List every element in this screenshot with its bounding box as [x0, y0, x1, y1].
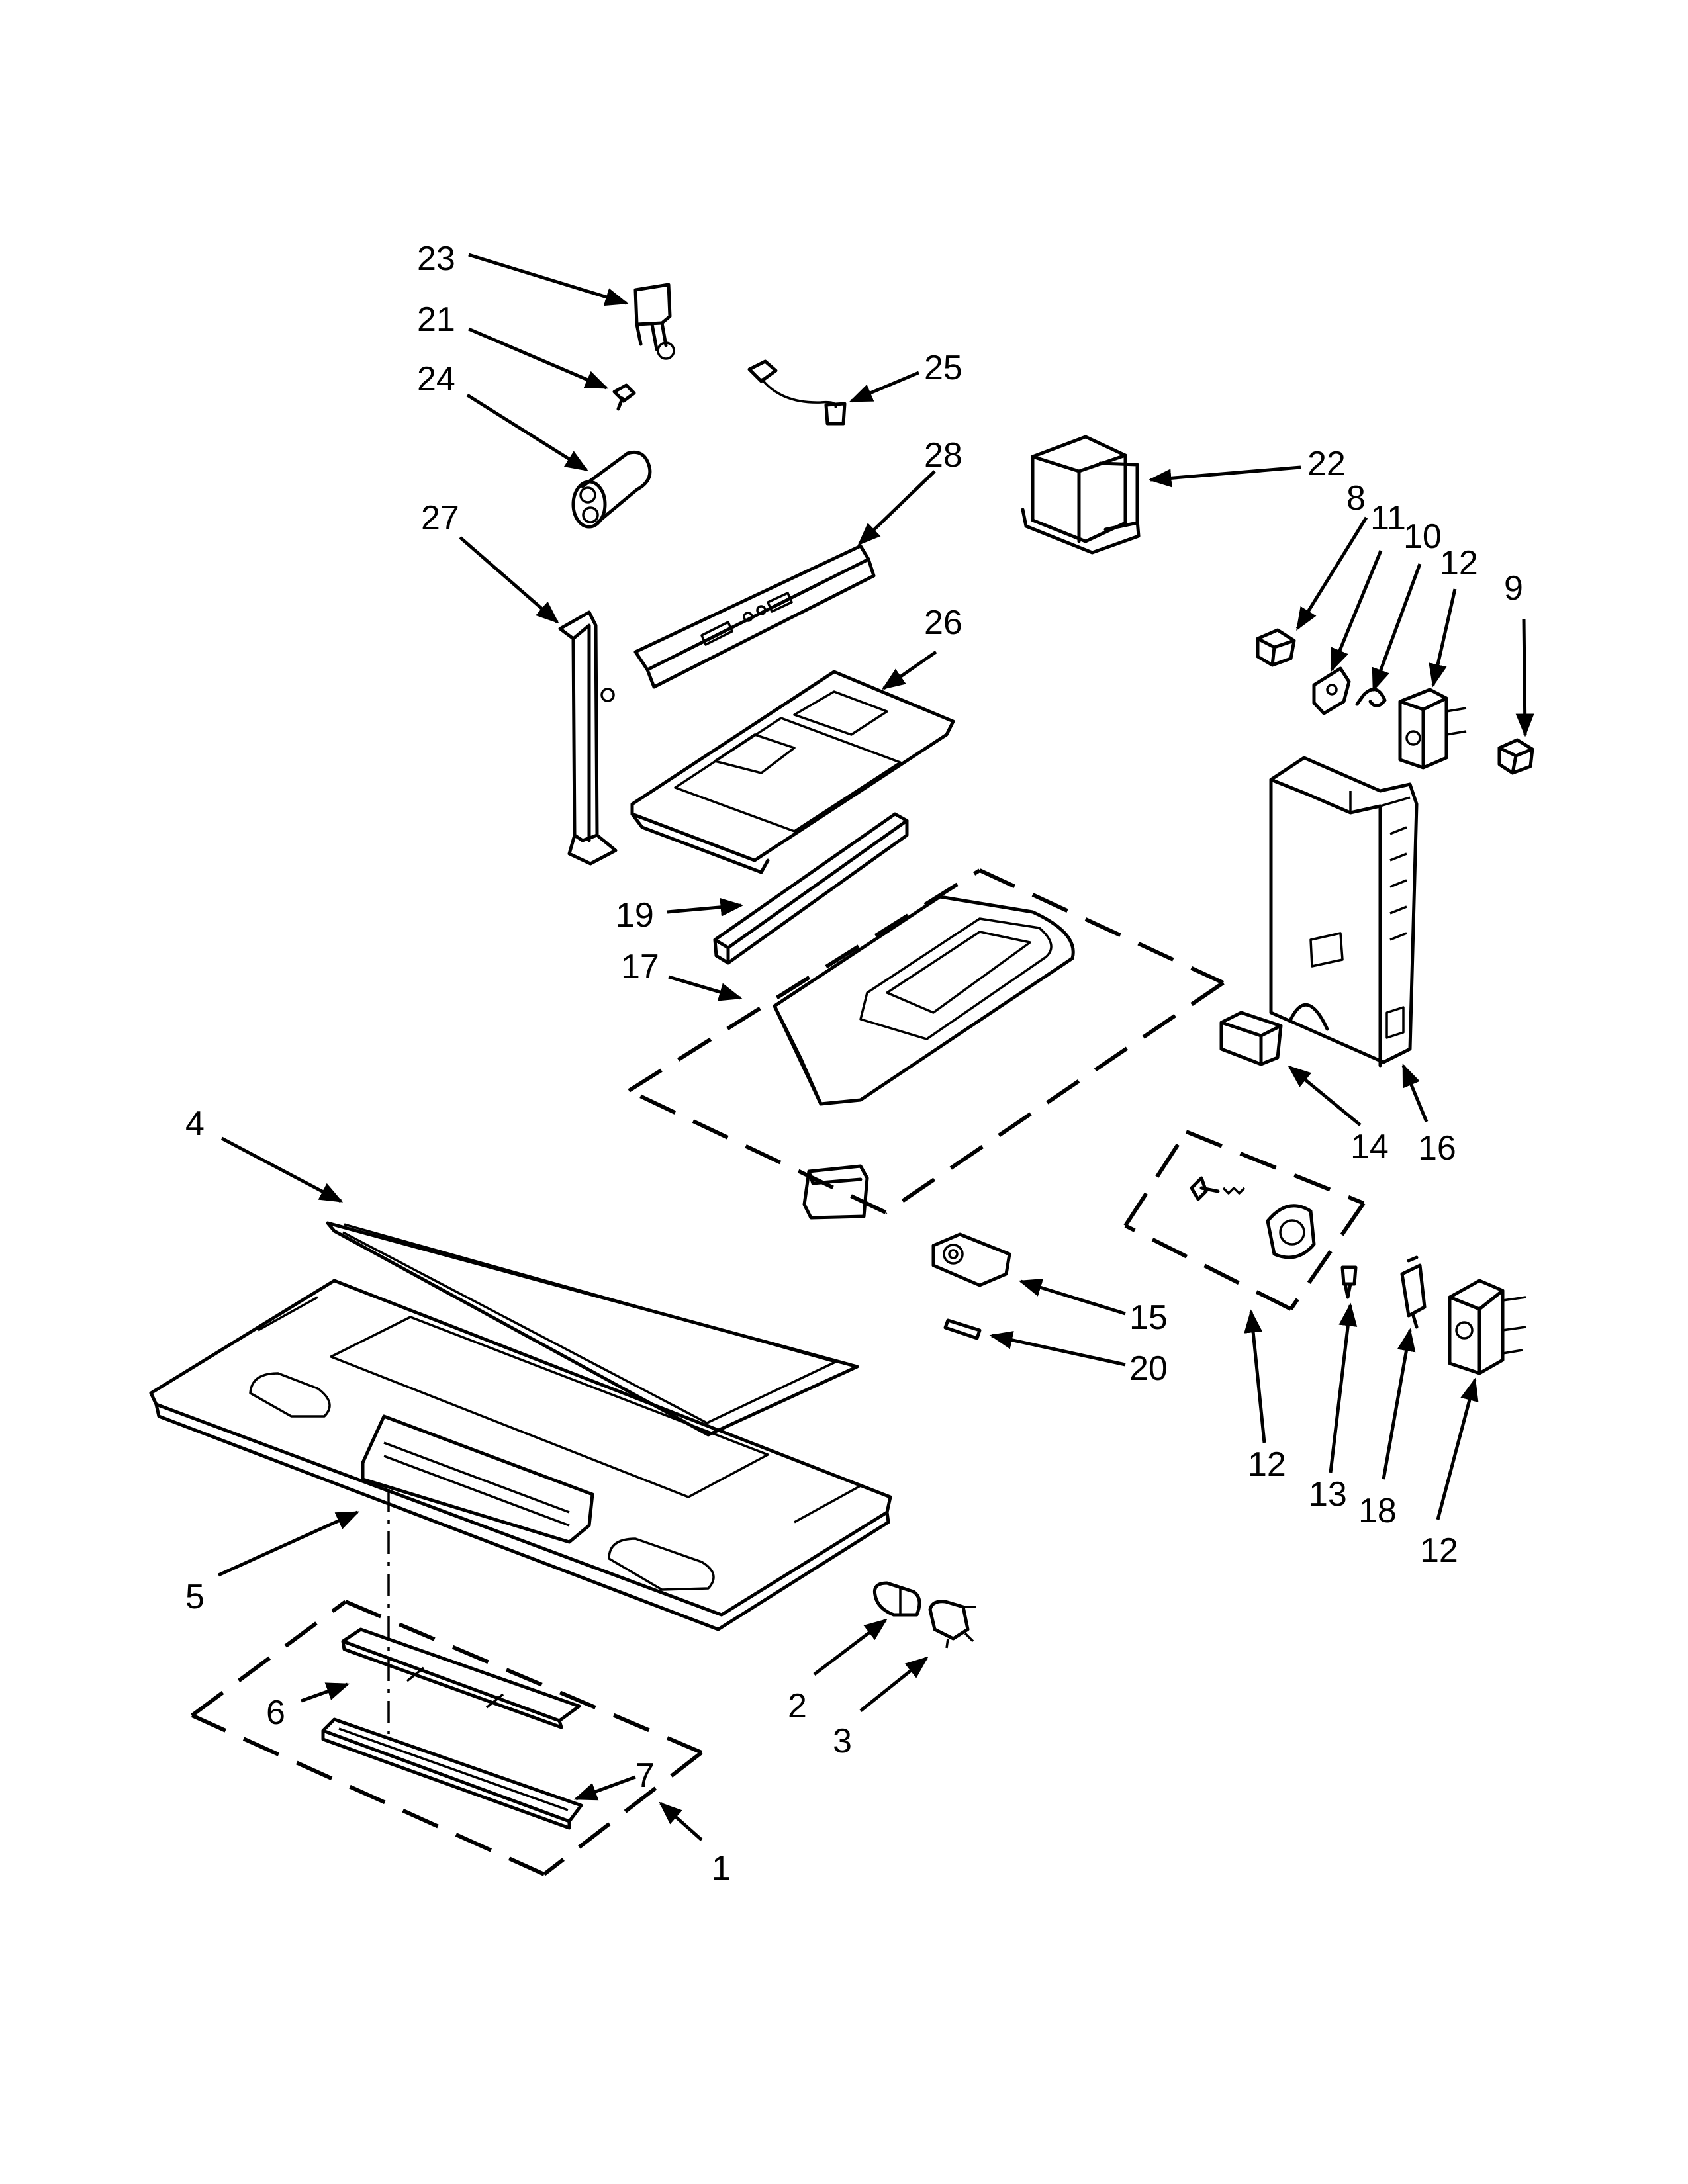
callout-8: 8: [1346, 479, 1366, 518]
part-27-chassis: [630, 670, 955, 874]
group-18-outline: [628, 868, 1225, 1214]
part-23-transformer: [1021, 435, 1141, 555]
part-11-bracket: [1312, 666, 1351, 715]
callout-20: 19: [616, 896, 654, 934]
callout-6: 6: [266, 1694, 285, 1732]
callout-16: 15: [1129, 1298, 1168, 1337]
part-19-switch: [1400, 1255, 1427, 1329]
callout-27: 26: [924, 604, 962, 642]
part-16-plate: [931, 1232, 1011, 1287]
part-28-bracket: [558, 610, 618, 866]
part-21-pin: [943, 1318, 982, 1340]
callout-11: 11: [1370, 499, 1406, 537]
part-29-panel: [633, 544, 876, 689]
callout-15: 14: [1350, 1128, 1389, 1166]
callout-22: 21: [417, 300, 455, 339]
callouts: 23 21 24 25 22 28 27 26 8 11 10 12 9 19 …: [185, 240, 1523, 1888]
part-13-latch: [1190, 1176, 1316, 1259]
callout-24: 23: [417, 240, 455, 278]
group-1-outline: [191, 1600, 703, 1876]
callout-28: 27: [421, 499, 459, 537]
group-13-outline: [1123, 1130, 1366, 1311]
callout-21: 20: [1129, 1349, 1168, 1388]
part-14-screw: [1340, 1265, 1358, 1299]
callout-3: 3: [833, 1722, 852, 1760]
part-24-bracket: [633, 283, 675, 360]
part-3-socket: [928, 1600, 976, 1649]
callout-18: 17: [621, 948, 659, 986]
part-10-spring: [1355, 688, 1387, 707]
callout-14: 13: [1309, 1475, 1347, 1514]
callout-5: 5: [185, 1578, 205, 1616]
part-18-duct: [773, 895, 1075, 1220]
callout-4: 4: [185, 1105, 205, 1143]
part-20-bar: [713, 812, 909, 965]
callout-13: 12: [1248, 1445, 1286, 1484]
part-17-housing: [1269, 756, 1419, 1068]
callout-19: 18: [1358, 1492, 1397, 1530]
part-2-lamp: [872, 1581, 921, 1617]
part-8-switch: [1256, 628, 1296, 667]
part-5-bottom-plate: [149, 1279, 892, 1631]
callout-29: 28: [924, 436, 962, 475]
callout-26: 25: [924, 349, 962, 387]
part-9-switch: [1497, 738, 1534, 775]
part-6-filter: [341, 1627, 581, 1729]
callout-9: 9: [1504, 569, 1523, 608]
part-15-box: [1219, 1011, 1283, 1066]
callout-12-bottom: 12: [1420, 1531, 1458, 1570]
callout-7: 7: [635, 1756, 655, 1795]
leaders: [217, 253, 1534, 1841]
callout-12-top: 12: [1440, 544, 1478, 582]
part-7-frame: [321, 1717, 583, 1830]
part-25-capacitor: [571, 450, 652, 529]
part-22-clip: [612, 383, 636, 411]
part-12-latch-top: [1398, 688, 1467, 770]
callout-17: 16: [1418, 1129, 1456, 1167]
part-4-cover: [326, 1221, 859, 1437]
callout-10: 10: [1403, 518, 1442, 556]
part-26-sensor: [747, 359, 847, 426]
part-12-latch-bottom: [1448, 1279, 1526, 1375]
callout-23: 22: [1307, 445, 1346, 483]
callout-2: 2: [788, 1687, 807, 1725]
callout-25: 24: [417, 360, 455, 398]
callout-1: 1: [712, 1849, 731, 1888]
